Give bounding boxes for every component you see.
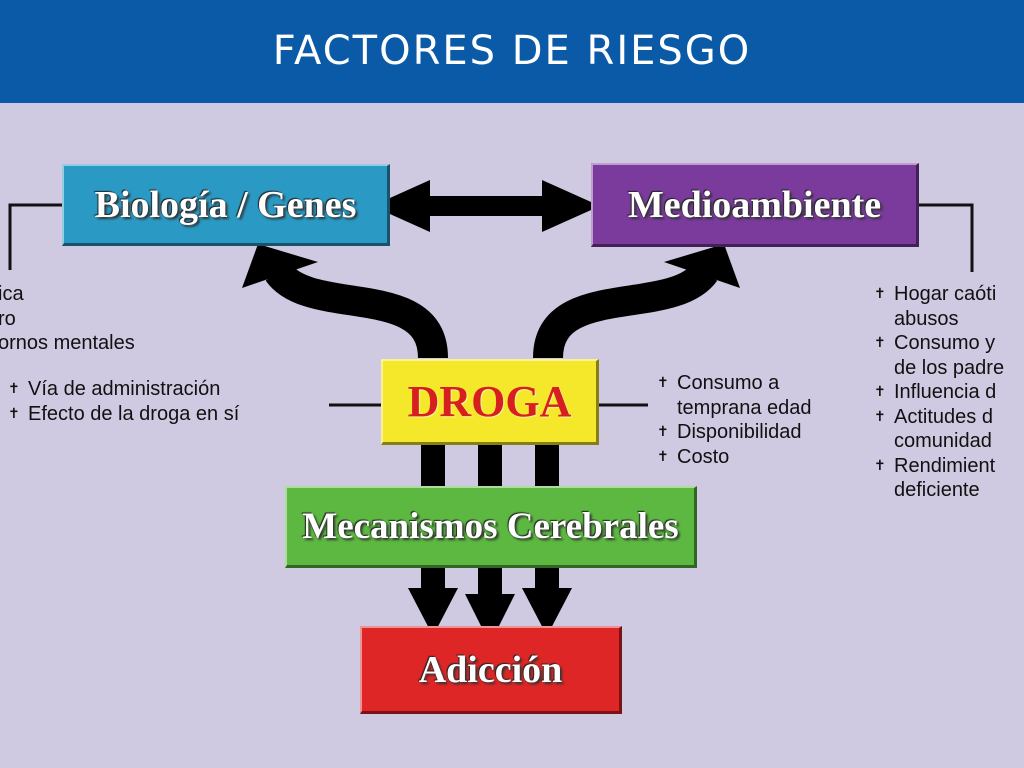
list-item: ✝Hogar caóti [874,283,997,305]
list-item: ica [0,283,24,305]
dagger-bullet-icon: ✝ [657,447,669,464]
dagger-bullet-icon: ✝ [8,380,20,396]
double-arrow-icon [372,180,600,232]
dagger-bullet-icon: ✝ [657,374,669,390]
dagger-bullet-icon: ✝ [874,383,886,399]
list-item: ✝Consumo a [657,372,780,394]
list-item: de los padre [894,356,1005,379]
list-item: comunidad [894,430,992,452]
medioambiente-factors-list: ✝Hogar caóti abusos ✝Consumo y de los pa… [872,282,1004,503]
dagger-bullet-icon: ✝ [8,404,20,421]
droga-box: DROGA [381,359,599,445]
dagger-bullet-icon: ✝ [874,407,886,424]
medio-connector-line [919,203,974,272]
dagger-bullet-icon: ✝ [657,423,669,439]
list-item: temprana edad [677,396,812,419]
list-item: ✝Vía de administración [8,378,221,400]
list-item: deficiente [894,479,980,501]
dagger-bullet-icon: ✝ [874,334,886,350]
list-item: ✝Rendimient [874,454,996,477]
biologia-genes-box: Biología / Genes [62,164,390,246]
list-item: ✝Costo [657,445,730,468]
list-item: ✝Actitudes d [874,405,993,428]
list-item: ro [0,307,16,330]
droga-left-factors-list: ✝Vía de administración ✝Efecto de la dro… [6,377,239,426]
dagger-bullet-icon: ✝ [874,285,886,301]
header-bar: FACTORES DE RIESGO [0,0,1024,103]
list-item: abusos [894,307,959,330]
droga-right-factors-list: ✝Consumo a temprana edad ✝Disponibilidad… [655,371,812,469]
list-item: ✝Disponibilidad [657,421,802,443]
list-item: ✝Consumo y [874,332,996,354]
medioambiente-box: Medioambiente [591,163,919,247]
list-item: ornos mentales [0,332,135,354]
list-item: ✝Influencia d [874,381,997,403]
biologia-factors-list: ica ro ornos mentales [0,282,135,356]
mecanismos-cerebrales-box: Mecanismos Cerebrales [285,486,697,568]
adiccion-box: Adicción [360,626,622,714]
list-item: ✝Efecto de la droga en sí [8,402,240,425]
page-title: FACTORES DE RIESGO [272,28,752,74]
curved-arrow-right-icon [533,244,740,360]
dagger-bullet-icon: ✝ [874,456,886,473]
biologia-connector-line [8,203,62,270]
curved-arrow-left-icon [242,244,448,360]
